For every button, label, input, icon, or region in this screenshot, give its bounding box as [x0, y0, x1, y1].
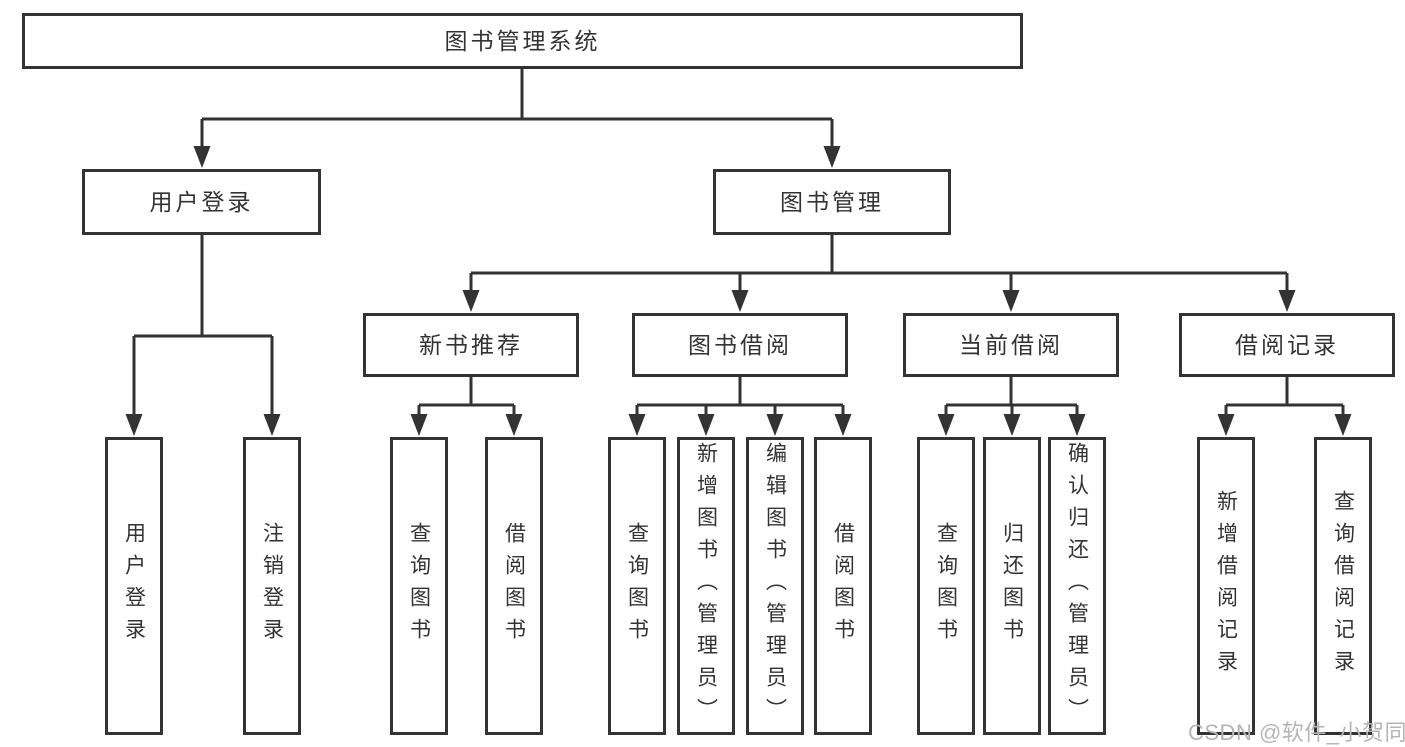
- node-label: 新书推荐: [419, 331, 523, 358]
- node-leaf-query-books-current: 查询图书: [917, 437, 975, 735]
- node-label: 注销登录: [260, 522, 284, 650]
- node-root: 图书管理系统: [22, 13, 1023, 69]
- node-leaf-add-books-admin: 新增图书（管理员）: [677, 437, 735, 735]
- node-label: 借阅记录: [1235, 331, 1339, 358]
- arrow-down-icon: [1334, 414, 1352, 436]
- connector-borrow-records-split: [1217, 370, 1352, 436]
- node-label: 用户登录: [122, 522, 146, 650]
- arrow-down-icon: [410, 414, 428, 436]
- node-label: 编辑图书（管理员）: [763, 442, 787, 730]
- arrow-down-icon: [937, 414, 955, 436]
- connector-book-management-split: [462, 230, 1296, 312]
- node-leaf-add-borrow-record: 新增借阅记录: [1197, 437, 1255, 735]
- node-new-book-recommend: 新书推荐: [363, 313, 579, 377]
- connector-current-borrow-split: [937, 370, 1086, 436]
- arrow-down-icon: [1068, 414, 1086, 436]
- node-current-borrow: 当前借阅: [903, 313, 1119, 377]
- node-leaf-borrow-books: 借阅图书: [814, 437, 872, 735]
- node-borrow-records: 借阅记录: [1179, 313, 1395, 377]
- node-label: 确认归还（管理员）: [1065, 442, 1089, 730]
- arrow-down-icon: [628, 414, 646, 436]
- node-leaf-query-books-borrow: 查询图书: [608, 437, 666, 735]
- node-label: 新增图书（管理员）: [694, 442, 718, 730]
- node-label: 查询图书: [407, 522, 431, 650]
- node-label: 图书管理系统: [444, 27, 601, 54]
- node-label: 查询图书: [625, 522, 649, 650]
- arrow-down-icon: [766, 414, 784, 436]
- arrow-down-icon: [125, 414, 143, 436]
- node-label: 用户登录: [149, 188, 254, 215]
- arrow-down-icon: [834, 414, 852, 436]
- node-label: 图书管理: [780, 188, 884, 215]
- arrow-down-icon: [1217, 414, 1235, 436]
- connector-root-split: [193, 60, 841, 168]
- node-user-login: 用户登录: [82, 169, 321, 235]
- arrow-down-icon: [505, 414, 523, 436]
- node-leaf-query-books-recommend: 查询图书: [390, 437, 448, 735]
- node-label: 查询图书: [934, 522, 958, 650]
- arrow-down-icon: [731, 290, 749, 312]
- node-label: 查询借阅记录: [1331, 490, 1355, 682]
- node-book-management: 图书管理: [713, 169, 951, 235]
- node-label: 归还图书: [1000, 522, 1024, 650]
- arrow-down-icon: [823, 146, 841, 168]
- node-leaf-query-borrow-record: 查询借阅记录: [1314, 437, 1372, 735]
- arrow-down-icon: [1278, 290, 1296, 312]
- arrow-down-icon: [697, 414, 715, 436]
- arrow-down-icon: [1003, 414, 1021, 436]
- arrow-down-icon: [193, 146, 211, 168]
- node-label: 借阅图书: [502, 522, 526, 650]
- connector-book-borrow-split: [628, 370, 852, 436]
- node-leaf-edit-books-admin: 编辑图书（管理员）: [746, 437, 804, 735]
- arrow-down-icon: [1002, 290, 1020, 312]
- node-leaf-borrow-books-recommend: 借阅图书: [485, 437, 543, 735]
- node-book-borrow: 图书借阅: [632, 313, 848, 377]
- node-label: 当前借阅: [959, 331, 1063, 358]
- arrow-down-icon: [462, 290, 480, 312]
- node-label: 新增借阅记录: [1214, 490, 1238, 682]
- connector-user-login-split: [125, 230, 281, 436]
- node-label: 图书借阅: [688, 331, 792, 358]
- node-leaf-logout: 注销登录: [243, 437, 301, 735]
- node-leaf-return-books: 归还图书: [983, 437, 1041, 735]
- node-leaf-confirm-return-admin: 确认归还（管理员）: [1048, 437, 1106, 735]
- node-leaf-user-login: 用户登录: [105, 437, 163, 735]
- connector-new-book-recommend-split: [410, 370, 523, 436]
- watermark: CSDN @软件_小贺同学: [1188, 720, 1405, 745]
- node-label: 借阅图书: [831, 522, 855, 650]
- arrow-down-icon: [263, 414, 281, 436]
